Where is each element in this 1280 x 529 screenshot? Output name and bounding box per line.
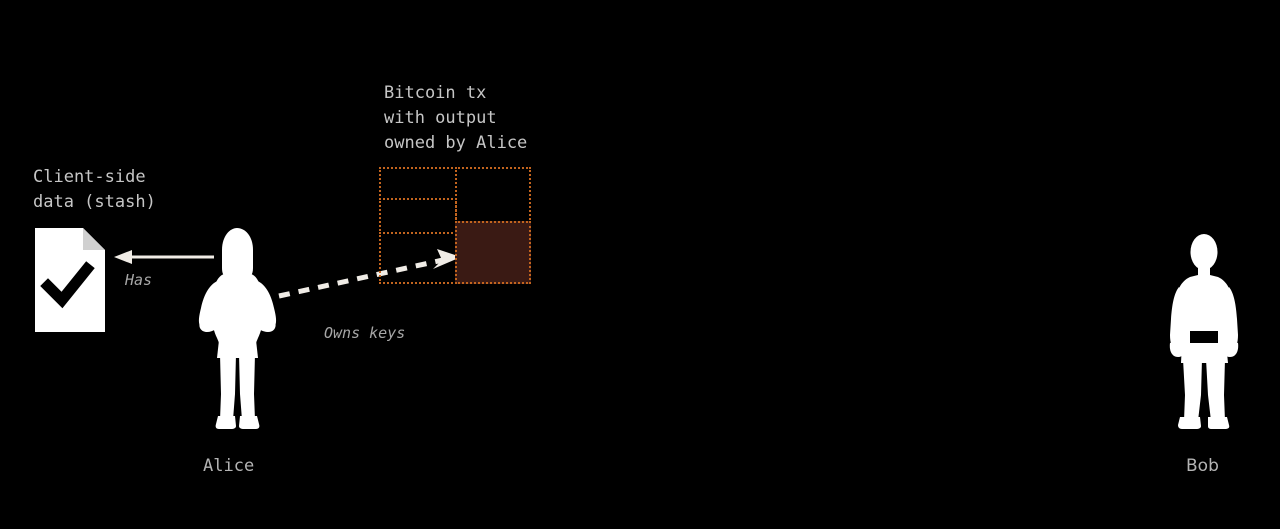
edge-label-has: Has xyxy=(125,271,153,289)
bitcoin-tx-grid xyxy=(379,167,531,284)
bob-name-label: Bob xyxy=(1186,456,1219,476)
check-mark-icon xyxy=(40,261,95,309)
alice-figure-icon xyxy=(192,228,282,430)
owns-keys-arrow-icon xyxy=(278,249,461,299)
alice-name-label: Alice xyxy=(203,456,255,476)
tx-output-cell-2-owned-by-alice xyxy=(455,221,531,284)
tx-input-cell-3 xyxy=(379,232,457,284)
edge-label-owns-keys: Owns keys xyxy=(324,324,406,342)
tx-input-cell-1 xyxy=(379,167,457,200)
has-arrow-icon xyxy=(114,250,214,264)
tx-input-cell-2 xyxy=(379,198,457,234)
tx-output-cell-1 xyxy=(455,167,531,223)
bob-figure-icon xyxy=(1162,231,1246,430)
stash-label: Client-side data (stash) xyxy=(33,167,156,212)
stash-document-icon xyxy=(35,228,105,332)
bitcoin-tx-label: Bitcoin tx with output owned by Alice xyxy=(384,83,528,153)
